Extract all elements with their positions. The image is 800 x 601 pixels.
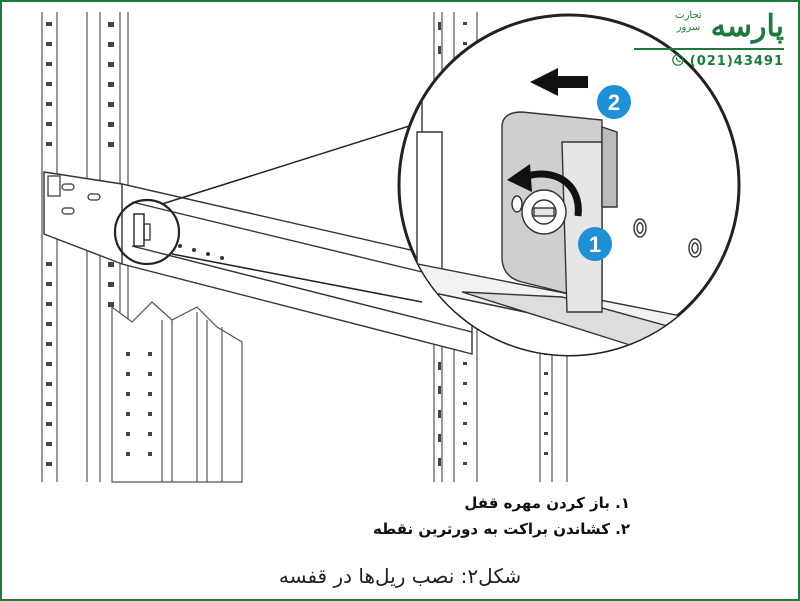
rack-holes-right — [438, 22, 548, 466]
logo-tagline-line1: تجارت — [675, 10, 702, 21]
zoom-connector-bottom — [171, 253, 423, 303]
rotate-arrow-icon — [507, 164, 582, 217]
zoom-indicator-small — [113, 198, 181, 266]
broken-bracket-holes — [126, 352, 152, 456]
logo-divider — [634, 48, 784, 50]
step2-badge: 2 — [597, 85, 631, 119]
logo-tagline-line2: سرور — [676, 22, 701, 33]
step2-badge-label: 2 — [608, 90, 620, 115]
zoom-detail-circle — [397, 13, 741, 357]
logo-brand-text: پارسه — [710, 9, 784, 44]
zoom-connector-top — [161, 121, 423, 205]
logo-tagline: تجارت سرور — [675, 10, 702, 34]
phone-icon — [672, 54, 685, 66]
rail-end-bracket — [47, 175, 101, 215]
company-logo: پارسه تجارت سرور (021)43491 — [634, 10, 784, 69]
step1-badge: 1 — [578, 227, 612, 261]
rail-holes — [178, 244, 224, 260]
step-1-text: ۱. باز کردن مهره قفل — [464, 494, 630, 512]
rail — [43, 171, 473, 355]
logo-phone-number: (021)43491 — [689, 54, 784, 69]
broken-bracket-section — [111, 301, 243, 483]
logo-phone: (021)43491 — [634, 54, 784, 69]
rack-holes-left — [46, 22, 114, 466]
step-instructions: ۱. باز کردن مهره قفل ۲. کشاندن براکت به … — [373, 490, 630, 542]
step-2-text: ۲. کشاندن براکت به دورترین نقطه — [372, 520, 630, 538]
figure-caption: شکل۲: نصب ریل‌ها در قفسه — [278, 564, 522, 588]
step1-badge-label: 1 — [589, 232, 601, 257]
arrow-left-icon — [530, 68, 588, 96]
